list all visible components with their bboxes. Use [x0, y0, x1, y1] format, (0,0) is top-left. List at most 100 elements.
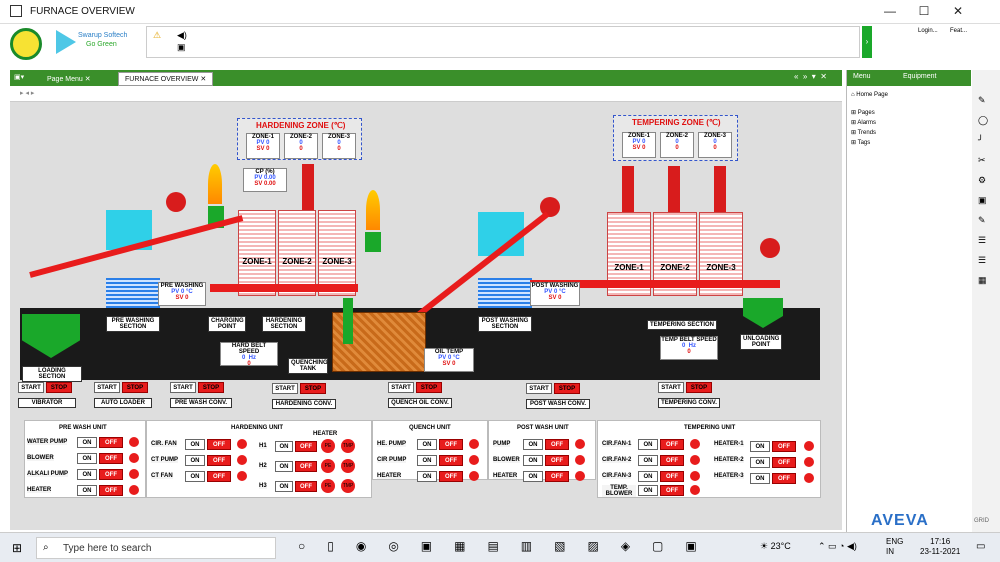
hardening-conv-start-button[interactable]: START [272, 383, 298, 394]
auto-loader-start-button[interactable]: START [94, 382, 120, 393]
blower-on-button[interactable]: ON [77, 453, 97, 464]
h1-off-button[interactable]: OFF [295, 441, 317, 452]
post-heater-off-button[interactable]: OFF [545, 471, 569, 482]
tab-page-menu[interactable]: Page Menu ✕ [40, 72, 98, 86]
quench-oil-conv-start-button[interactable]: START [388, 382, 414, 393]
temp-blower-on-button[interactable]: ON [638, 485, 658, 496]
search-box[interactable]: ⌕ Type here to search [36, 537, 276, 559]
cir-fan-1-on-button[interactable]: ON [638, 439, 658, 450]
ct-fan-off-button[interactable]: OFF [207, 471, 231, 482]
hardening-conv-stop-button[interactable]: STOP [300, 383, 326, 394]
post-wash-conv-start-button[interactable]: START [526, 383, 552, 394]
tab-equipment[interactable]: Equipment [897, 70, 971, 86]
home-page-link[interactable]: ⌂ Home Page [851, 92, 888, 98]
maximize-button[interactable]: ☐ [918, 4, 930, 18]
cir-pump-on-button[interactable]: ON [417, 455, 437, 466]
tree-item-trends[interactable]: ⊞ Trends [851, 130, 877, 136]
tab-furnace-overview[interactable]: FURNACE OVERVIEW ✕ [118, 72, 214, 86]
heater-1-off-button[interactable]: OFF [772, 441, 796, 452]
heater-3-off-button[interactable]: OFF [772, 473, 796, 484]
cir-fan-2-on-button[interactable]: ON [638, 455, 658, 466]
blower-off-button[interactable]: OFF [99, 453, 123, 464]
ct-fan-on-button[interactable]: ON [185, 471, 205, 482]
notification-icon[interactable]: ▭ [976, 541, 986, 552]
he-pump-on-button[interactable]: ON [417, 439, 437, 450]
h1-on-button[interactable]: ON [275, 441, 293, 452]
tree-item-alarms[interactable]: ⊞ Alarms [851, 120, 877, 126]
cir-fan-off-button[interactable]: OFF [207, 439, 231, 450]
cir-fan-1-off-button[interactable]: OFF [660, 439, 684, 450]
blower-icon [760, 238, 780, 258]
tree-item-tags[interactable]: ⊞ Tags [851, 140, 871, 146]
tempering-conv-start-button[interactable]: START [658, 382, 684, 393]
ct-pump-off-button[interactable]: OFF [207, 455, 231, 466]
heater-off-button[interactable]: OFF [99, 485, 123, 496]
alkali-pump-on-button[interactable]: ON [77, 469, 97, 480]
tempering-unit-panel: TEMPERING UNIT CIR.FAN-1 ON OFF CIR.FAN-… [597, 420, 821, 498]
auto-loader-stop-button[interactable]: STOP [122, 382, 148, 393]
ct-pump-on-button[interactable]: ON [185, 455, 205, 466]
tool-icons[interactable]: ✎◯╯✂⚙▣✎☰☰▦ [978, 95, 989, 285]
heater-2-off-button[interactable]: OFF [772, 457, 796, 468]
cir-fan-1-label: CIR.FAN-1 [602, 441, 632, 447]
heater-on-button[interactable]: ON [77, 485, 97, 496]
nav-arrows-icon[interactable]: ▸ ◂ ▸ [20, 90, 35, 97]
post-heater-on-button[interactable]: ON [523, 471, 543, 482]
pre-wash-conv-start-button[interactable]: START [170, 382, 196, 393]
quench-heater-off-button[interactable]: OFF [439, 471, 463, 482]
features-button[interactable]: Feat... [950, 28, 968, 34]
quench-heater-on-button[interactable]: ON [417, 471, 437, 482]
tree-item-pages[interactable]: ⊞ Pages [851, 110, 875, 116]
alkali-pump-off-button[interactable]: OFF [99, 469, 123, 480]
system-tray-icons[interactable]: ⌃ ▭ ◔ ◀) [818, 541, 857, 551]
login-button[interactable]: Login... [918, 28, 938, 34]
tempering-conv-stop-button[interactable]: STOP [686, 382, 712, 393]
vibrator-stop-button[interactable]: STOP [46, 382, 72, 393]
post-pump-on-button[interactable]: ON [523, 439, 543, 450]
heater-1-on-button[interactable]: ON [750, 441, 770, 452]
h2-label: H2 [259, 463, 267, 469]
post-blower-off-button[interactable]: OFF [545, 455, 569, 466]
close-icon[interactable]: ✕ [200, 76, 207, 83]
windows-start-icon[interactable]: ⊞ [12, 541, 23, 555]
pinned-app-icons[interactable]: ○▯◉◎▣▦▤▥▧▨◈▢▣ [298, 539, 719, 553]
close-icon[interactable]: ✕ [84, 76, 91, 83]
water-pump-on-button[interactable]: ON [77, 437, 97, 448]
menu-dropdown-icon[interactable]: ▣▾ [14, 74, 25, 81]
h2-on-button[interactable]: ON [275, 461, 293, 472]
heater-2-on-button[interactable]: ON [750, 457, 770, 468]
ack-icon[interactable]: ▣ [177, 42, 186, 52]
cir-fan-3-on-button[interactable]: ON [638, 471, 658, 482]
he-pump-off-button[interactable]: OFF [439, 439, 463, 450]
tab-menu[interactable]: Menu [847, 70, 897, 86]
h3-off-button[interactable]: OFF [295, 481, 317, 492]
pre-wash-conv-stop-button[interactable]: STOP [198, 382, 224, 393]
post-blower-on-button[interactable]: ON [523, 455, 543, 466]
vibrator-start-button[interactable]: START [18, 382, 44, 393]
post-wash-conv-stop-button[interactable]: STOP [554, 383, 580, 394]
water-pump-off-button[interactable]: OFF [99, 437, 123, 448]
weather-icon[interactable]: ☀ 23°C [760, 541, 791, 551]
heater-3-on-button[interactable]: ON [750, 473, 770, 484]
cir-fan-2-off-button[interactable]: OFF [660, 455, 684, 466]
cir-fan-3-off-button[interactable]: OFF [660, 471, 684, 482]
minimize-button[interactable]: — [884, 4, 896, 18]
tempering-fan-2-icon [668, 166, 680, 212]
sound-icon[interactable]: ◀) [177, 30, 187, 40]
close-button[interactable]: ✕ [952, 4, 964, 18]
h2-off-button[interactable]: OFF [295, 461, 317, 472]
expand-arrow-button[interactable]: › [862, 26, 872, 58]
tempering-conv-label: TEMPERING CONV. [658, 398, 720, 408]
cir-pump-off-button[interactable]: OFF [439, 455, 463, 466]
post-pump-off-button[interactable]: OFF [545, 439, 569, 450]
h3-on-button[interactable]: ON [275, 481, 293, 492]
tab-scroll-icons[interactable]: « » ▾ ✕ [794, 72, 827, 81]
temp-blower-off-button[interactable]: OFF [660, 485, 684, 496]
quench-oil-conv-stop-button[interactable]: STOP [416, 382, 442, 393]
vibrator-label: VIBRATOR [18, 398, 76, 408]
navigation-bar: ▸ ◂ ▸ [10, 86, 842, 102]
cir-fan-on-button[interactable]: ON [185, 439, 205, 450]
